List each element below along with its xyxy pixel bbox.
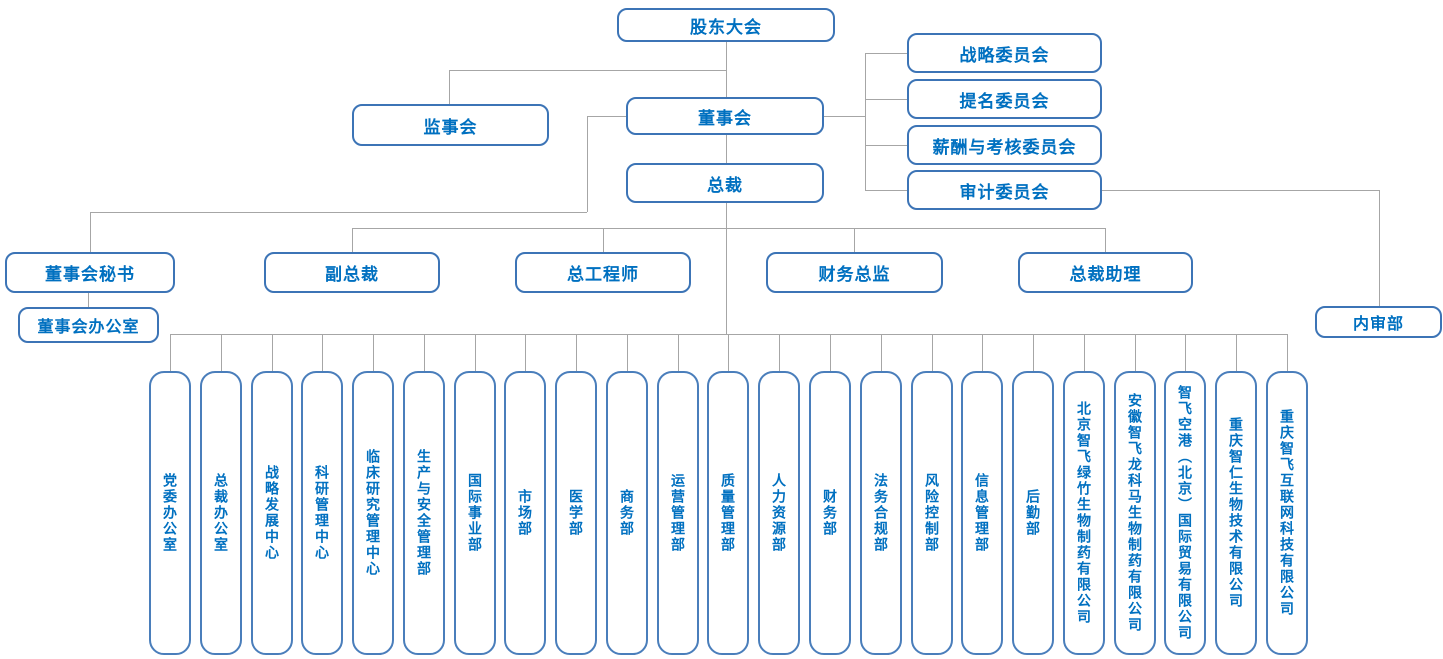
connector-supervisory-h <box>449 70 727 71</box>
node-shareholders-meeting: 股东大会 <box>617 8 835 42</box>
connector-committee-spine-v <box>865 53 866 191</box>
node-department-1: 总裁办公室 <box>200 371 242 655</box>
node-department-21: 重庆智仁生物技术有限公司 <box>1215 371 1257 655</box>
connector-committee-stub-0 <box>865 53 907 54</box>
connector-board-left-stub-h <box>587 116 626 117</box>
node-department-10: 运营管理部 <box>657 371 699 655</box>
node-board-office: 董事会办公室 <box>18 307 159 343</box>
node-department-18: 北京智飞绿竹生物制药有限公司 <box>1063 371 1105 655</box>
connector-senior-spine-h <box>352 228 1105 229</box>
connector-committee-stub-1 <box>865 99 907 100</box>
connector-board-president-v <box>726 135 727 163</box>
connector-department-tick-22 <box>1287 334 1288 371</box>
node-department-20: 智飞空港（北京）国际贸易有限公司 <box>1164 371 1206 655</box>
connector-department-tick-5 <box>424 334 425 371</box>
node-committee-1: 提名委员会 <box>907 79 1102 119</box>
connector-senior-drop-0 <box>352 228 353 252</box>
connector-senior-drop-2 <box>854 228 855 252</box>
node-senior-role-0: 董事会秘书 <box>5 252 175 293</box>
node-department-2: 战略发展中心 <box>251 371 293 655</box>
connector-audit-internal-v <box>1379 190 1380 306</box>
node-department-15: 风险控制部 <box>911 371 953 655</box>
connector-department-tick-12 <box>779 334 780 371</box>
connector-secretary-h <box>90 212 587 213</box>
node-senior-role-3: 财务总监 <box>766 252 943 293</box>
node-department-12: 人力资源部 <box>758 371 800 655</box>
connector-department-tick-9 <box>627 334 628 371</box>
connector-department-tick-2 <box>272 334 273 371</box>
connector-shareholders-board-v <box>726 42 727 97</box>
node-department-5: 生产与安全管理部 <box>403 371 445 655</box>
connector-department-tick-21 <box>1236 334 1237 371</box>
connector-department-tick-6 <box>475 334 476 371</box>
connector-supervisory-v <box>449 70 450 104</box>
node-department-14: 法务合规部 <box>860 371 902 655</box>
connector-department-tick-20 <box>1185 334 1186 371</box>
node-department-16: 信息管理部 <box>961 371 1003 655</box>
node-senior-role-2: 总工程师 <box>515 252 691 293</box>
connector-department-tick-16 <box>982 334 983 371</box>
connector-department-tick-10 <box>678 334 679 371</box>
connector-department-tick-14 <box>881 334 882 371</box>
connector-board-committees-h <box>824 116 865 117</box>
connector-department-tick-15 <box>932 334 933 371</box>
connector-board-left-v <box>587 116 588 212</box>
node-department-6: 国际事业部 <box>454 371 496 655</box>
connector-secretary-office-v <box>88 293 89 307</box>
connector-department-tick-11 <box>728 334 729 371</box>
node-department-13: 财务部 <box>809 371 851 655</box>
node-department-22: 重庆智飞互联网科技有限公司 <box>1266 371 1308 655</box>
node-committee-2: 薪酬与考核委员会 <box>907 125 1102 165</box>
connector-audit-internal-h <box>1102 190 1379 191</box>
node-supervisory-board: 监事会 <box>352 104 549 146</box>
node-president: 总裁 <box>626 163 824 203</box>
node-department-0: 党委办公室 <box>149 371 191 655</box>
node-senior-role-1: 副总裁 <box>264 252 440 293</box>
node-committee-3: 审计委员会 <box>907 170 1102 210</box>
connector-president-drop-v <box>726 203 727 334</box>
connector-committee-stub-2 <box>865 145 907 146</box>
node-department-9: 商务部 <box>606 371 648 655</box>
node-department-8: 医学部 <box>555 371 597 655</box>
node-department-3: 科研管理中心 <box>301 371 343 655</box>
connector-department-tick-4 <box>373 334 374 371</box>
node-department-7: 市场部 <box>504 371 546 655</box>
connector-senior-drop-1 <box>603 228 604 252</box>
node-department-11: 质量管理部 <box>707 371 749 655</box>
connector-department-tick-3 <box>322 334 323 371</box>
connector-department-tick-1 <box>221 334 222 371</box>
connector-department-tick-13 <box>830 334 831 371</box>
connector-department-tick-8 <box>576 334 577 371</box>
connector-department-tick-19 <box>1135 334 1136 371</box>
node-department-4: 临床研究管理中心 <box>352 371 394 655</box>
connector-committee-stub-3 <box>865 190 907 191</box>
connector-department-tick-18 <box>1084 334 1085 371</box>
node-department-19: 安徽智飞龙科马生物制药有限公司 <box>1114 371 1156 655</box>
connector-department-tick-7 <box>525 334 526 371</box>
connector-secretary-v <box>90 212 91 252</box>
node-board-of-directors: 董事会 <box>626 97 824 135</box>
node-senior-role-4: 总裁助理 <box>1018 252 1193 293</box>
node-internal-audit-dept: 内审部 <box>1315 306 1442 338</box>
node-department-17: 后勤部 <box>1012 371 1054 655</box>
connector-department-tick-17 <box>1033 334 1034 371</box>
connector-senior-drop-3 <box>1105 228 1106 252</box>
node-committee-0: 战略委员会 <box>907 33 1102 73</box>
connector-department-tick-0 <box>170 334 171 371</box>
